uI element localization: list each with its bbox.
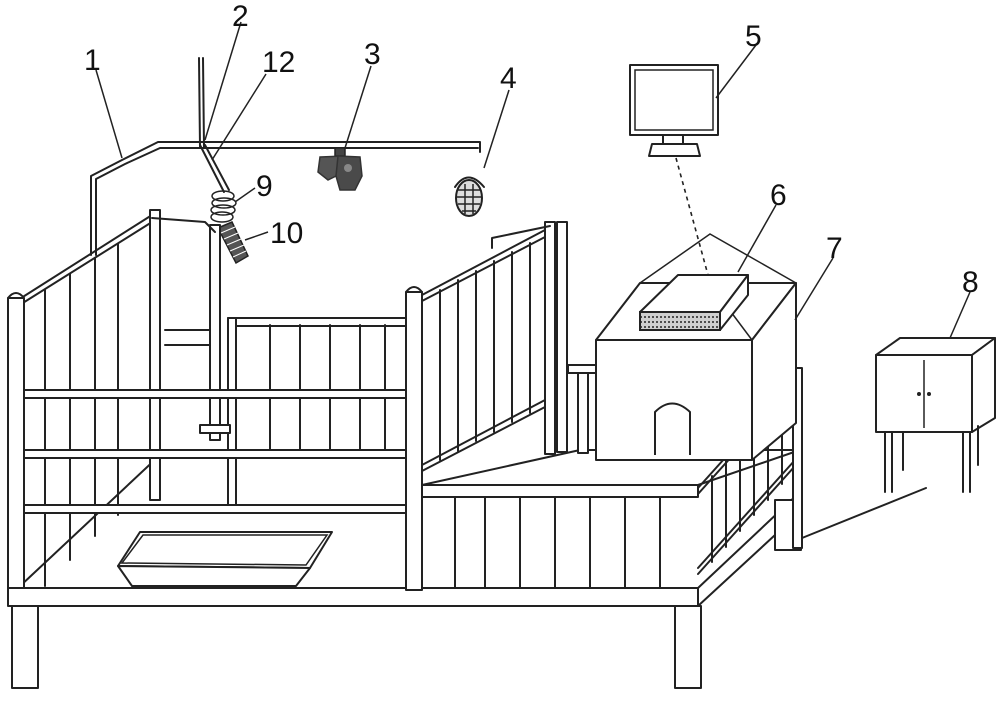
label-2: 2 bbox=[232, 0, 249, 33]
heater-lamp bbox=[639, 274, 749, 331]
label-1: 1 bbox=[84, 44, 101, 77]
label-9: 9 bbox=[256, 170, 273, 203]
signal-link bbox=[675, 157, 709, 276]
label-7: 7 bbox=[826, 232, 843, 265]
brush-sensor bbox=[216, 221, 249, 265]
control-cabinet bbox=[875, 337, 996, 493]
spring-component bbox=[210, 190, 237, 223]
overhead-frame bbox=[90, 141, 481, 256]
cable bbox=[801, 487, 927, 539]
housing-box bbox=[595, 233, 797, 461]
support-rod bbox=[198, 57, 230, 193]
divider-fence bbox=[405, 221, 568, 591]
pen-floor bbox=[7, 454, 802, 689]
label-10: 10 bbox=[270, 217, 303, 250]
label-5: 5 bbox=[745, 20, 762, 53]
leader-lines bbox=[95, 21, 971, 339]
label-8: 8 bbox=[962, 266, 979, 299]
front-left-post bbox=[7, 292, 25, 589]
monitor-display bbox=[629, 64, 719, 157]
callout-labels: 1 2 12 3 4 5 6 7 8 9 10 bbox=[84, 0, 979, 299]
label-4: 4 bbox=[500, 62, 517, 95]
camera-device bbox=[317, 147, 363, 191]
label-12: 12 bbox=[262, 46, 295, 79]
label-6: 6 bbox=[770, 179, 787, 212]
feeding-tray bbox=[117, 531, 333, 587]
microphone-device bbox=[454, 176, 485, 217]
label-3: 3 bbox=[364, 38, 381, 71]
